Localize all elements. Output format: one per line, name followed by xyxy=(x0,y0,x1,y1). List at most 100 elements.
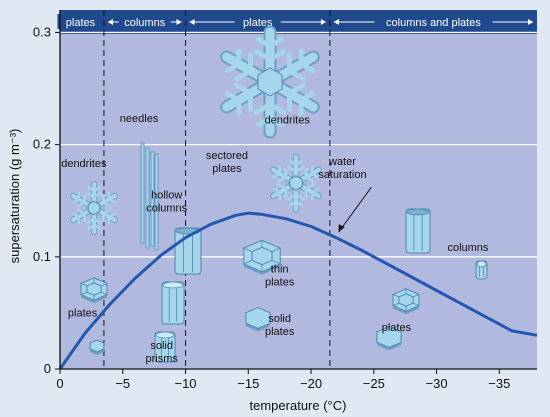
regime-label-background xyxy=(118,14,171,29)
y-tick-label: 0.2 xyxy=(33,137,51,152)
plate-crystal-cold xyxy=(392,288,420,315)
annotation-line: dendrites xyxy=(61,158,107,170)
dendrite-branch xyxy=(87,224,96,230)
arrow-head xyxy=(338,224,345,233)
dendrite-branch xyxy=(107,198,116,204)
y-tick-label: 0.3 xyxy=(33,24,51,39)
annotation-label: plates xyxy=(382,322,412,334)
needle-crystals xyxy=(140,142,159,251)
dendrite-branch xyxy=(304,183,315,191)
dendrite-crystal-small xyxy=(70,180,118,236)
plate-crystal-cold-solid xyxy=(376,325,402,351)
dendrite-branch xyxy=(76,201,86,208)
dendrite-branch xyxy=(102,201,112,208)
dendrite-branch xyxy=(287,193,298,201)
annotation-line: prisms xyxy=(145,353,178,365)
annotation-line: columns xyxy=(447,242,488,254)
crystal-face xyxy=(245,306,271,330)
dendrite-crystal-large xyxy=(220,25,320,139)
column-end xyxy=(155,331,175,339)
annotation-line: solid xyxy=(150,340,173,352)
x-tick-label: −30 xyxy=(426,376,448,391)
regime-label: columns xyxy=(124,17,165,29)
dendrite-branch xyxy=(224,90,242,103)
column-crystal xyxy=(161,281,185,325)
y-tick-label: 0.1 xyxy=(33,249,51,264)
annotation-line: water xyxy=(328,156,356,168)
dendrite-branch xyxy=(267,48,287,62)
dendrite-branch xyxy=(286,68,306,82)
dendrite-branch xyxy=(294,193,305,201)
arrowhead xyxy=(320,19,326,25)
arrowhead xyxy=(333,19,339,25)
crystal-rib xyxy=(271,247,281,253)
crystal-rib xyxy=(100,283,108,287)
x-tick-label: 0 xyxy=(56,376,63,391)
needle xyxy=(154,153,159,251)
regime-label: plates xyxy=(243,17,273,29)
annotation-label: needles xyxy=(120,113,159,125)
dendrite-branch xyxy=(76,208,86,215)
annotation-line: sectored xyxy=(206,150,248,162)
dendrite-branch xyxy=(102,208,112,215)
annotation-line: plates xyxy=(265,326,295,338)
x-axis-title: temperature (°C) xyxy=(250,398,347,413)
crystal-rib xyxy=(100,291,108,295)
crystal-rib xyxy=(392,294,400,298)
thin-plate-crystal xyxy=(243,239,281,275)
annotation-line: solid xyxy=(268,313,291,325)
annotation-line: plates xyxy=(382,322,412,334)
crystal-face xyxy=(89,339,105,353)
arrowhead xyxy=(176,19,182,25)
dendrite-branch xyxy=(256,115,273,128)
annotation-line: plates xyxy=(68,307,98,319)
series-line-water-saturation xyxy=(58,211,538,370)
needle xyxy=(150,151,155,247)
dendrite-branch xyxy=(277,175,288,183)
annotation-label: columns xyxy=(447,242,488,254)
dendrite-core xyxy=(289,175,303,191)
crystal-rib xyxy=(80,283,88,287)
crystal-rib xyxy=(243,259,253,265)
dendrite-branch xyxy=(277,183,288,191)
column-crystal-small xyxy=(475,260,488,280)
annotation-line: dendrites xyxy=(265,114,311,126)
dendrite-core xyxy=(257,67,283,97)
dendrite-branch xyxy=(304,175,315,183)
dendrite-branch xyxy=(92,186,101,192)
annotation-arrow xyxy=(338,186,372,233)
plate-crystal xyxy=(80,277,108,304)
dendrite-branch xyxy=(267,36,284,49)
crystal-rib xyxy=(80,291,88,295)
dendrite-core xyxy=(87,200,101,216)
dendrite-branch xyxy=(294,165,305,173)
arrowhead xyxy=(528,19,533,25)
regime-label: columns and plates xyxy=(386,17,481,29)
needle xyxy=(140,142,145,244)
annotation-line: hollow xyxy=(151,189,182,201)
needle xyxy=(145,147,150,249)
dendrite-branch xyxy=(288,200,298,207)
annotation-label: plates xyxy=(68,307,98,319)
dendrite-branch xyxy=(298,61,316,74)
dendrite-branch xyxy=(72,212,81,218)
x-tick-label: −35 xyxy=(488,376,510,391)
crystal-rib xyxy=(412,294,420,298)
annotation-line: plates xyxy=(265,277,295,289)
annotation-line: saturation xyxy=(318,169,366,181)
crystal-rib xyxy=(271,259,281,265)
dendrite-branch xyxy=(234,82,254,96)
x-tick-label: −25 xyxy=(363,376,385,391)
crystal-rib xyxy=(392,302,400,306)
column-body xyxy=(405,208,431,254)
annotation-label: dendrites xyxy=(61,158,107,170)
regime-label-background xyxy=(57,14,104,29)
dendrite-branch xyxy=(286,82,306,96)
annotation-line: needles xyxy=(120,113,159,125)
